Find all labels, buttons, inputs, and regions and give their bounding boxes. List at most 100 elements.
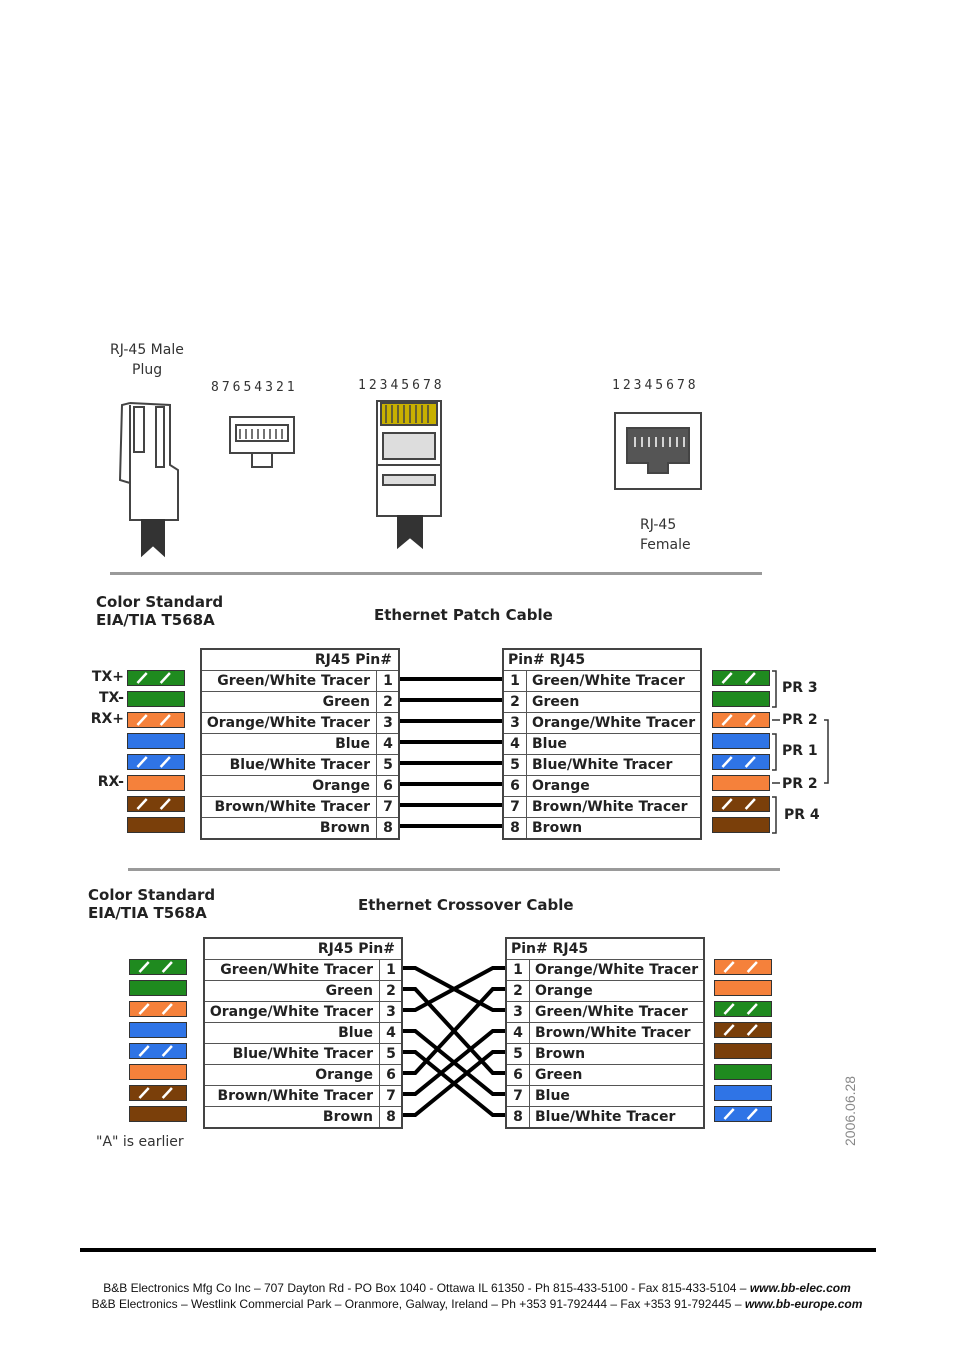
pin-number: 6 (386, 1067, 396, 1083)
female-label-line1: RJ-45 (640, 517, 677, 533)
wire-line (403, 1050, 505, 1117)
wire-swatch-right (712, 733, 770, 749)
wire-color-name: Blue (338, 1025, 373, 1041)
wire-color-name: Blue/White Tracer (532, 757, 673, 773)
jack-female-icon (614, 412, 702, 490)
footer-line1-text: B&B Electronics Mfg Co Inc – 707 Dayton … (103, 1281, 750, 1295)
wire-color-name: Blue (335, 736, 370, 752)
wire-swatch-right (714, 980, 772, 996)
wire-color-name: Brown (322, 1109, 373, 1125)
wire-color-name: Green/White Tracer (535, 1004, 688, 1020)
wire-color-name: Brown (535, 1046, 586, 1062)
wire-swatch-left (127, 754, 185, 770)
wire-color-name: Brown/White Tracer (214, 799, 370, 815)
pin-number: 4 (386, 1025, 396, 1041)
pin-number: 5 (513, 1046, 523, 1062)
pair-label-pr2a: PR 2 (782, 712, 818, 728)
signal-label: TX- (98, 690, 124, 706)
wire-color-name: Green (535, 1067, 583, 1083)
left-table-row: Blue/White Tracer 5 (202, 754, 398, 775)
wire-swatch-right (714, 1085, 772, 1101)
wire-swatch-right (714, 1043, 772, 1059)
wire-swatch-right (712, 817, 770, 833)
crossover-standard-line1: Color Standard (88, 886, 216, 904)
pair-label-pr3: PR 3 (782, 680, 818, 696)
footer-line1: B&B Electronics Mfg Co Inc – 707 Dayton … (0, 1281, 954, 1295)
wire-swatch-right (714, 959, 772, 975)
pin-number: 2 (513, 983, 523, 999)
wire-swatch-left (129, 1001, 187, 1017)
wire-color-name: Blue (532, 736, 567, 752)
wire-swatch-left (129, 1064, 187, 1080)
front-pin-numbers: 87654321 (211, 380, 298, 395)
wire-swatch-right (712, 754, 770, 770)
wire-color-name: Blue (535, 1088, 570, 1104)
wire-color-name: Orange/White Tracer (209, 1004, 373, 1020)
wire-color-name: Orange/White Tracer (532, 715, 696, 731)
pair-label-pr1: PR 1 (782, 743, 818, 759)
wire-color-name: Orange (532, 778, 590, 794)
wire-swatch-left (127, 817, 185, 833)
wire-swatch-left (129, 1085, 187, 1101)
left-table-row: Green/White Tracer 1 (205, 959, 401, 980)
pin-number: 8 (386, 1109, 396, 1125)
connector-illustrations (118, 400, 702, 558)
footer-rule (80, 1248, 876, 1252)
wire-swatch-left (127, 733, 185, 749)
patch-standard-line1: Color Standard (96, 593, 224, 611)
footer-link-bb-europe[interactable]: www.bb-europe.com (744, 1297, 863, 1311)
divider-middle (128, 868, 780, 871)
crossover-title: Ethernet Crossover Cable (358, 896, 574, 914)
footer-line2: B&B Electronics – Westlink Commercial Pa… (0, 1297, 954, 1311)
pin-number: 8 (510, 820, 520, 836)
patch-color-standard: Color Standard EIA/TIA T568A (96, 593, 223, 629)
pin-number: 1 (386, 962, 396, 978)
pair-brackets (772, 670, 829, 834)
left-header-text: RJ45 Pin# (317, 941, 395, 957)
wire-swatch-left (129, 1022, 187, 1038)
wire-lines (400, 677, 502, 828)
wire-line (403, 1029, 505, 1096)
wire-color-name: Brown/White Tracer (535, 1025, 691, 1041)
bracket-line (772, 670, 777, 708)
pair-label-pr4: PR 4 (784, 807, 820, 823)
pin-number: 2 (386, 983, 396, 999)
wire-color-name: Blue/White Tracer (229, 757, 370, 773)
pin-number: 5 (383, 757, 393, 773)
footer-link-bb-elec[interactable]: www.bb-elec.com (749, 1281, 851, 1295)
wire-swatch-left (129, 959, 187, 975)
wire-color-name: Brown/White Tracer (217, 1088, 373, 1104)
wire-color-name: Green/White Tracer (217, 673, 370, 689)
date-stamp: 2006.06.28 (842, 1075, 858, 1146)
pin-number: 2 (383, 694, 393, 710)
pin-number: 7 (386, 1088, 396, 1104)
right-header-text: Pin# RJ45 (511, 941, 589, 957)
wire-color-name: Orange/White Tracer (535, 962, 699, 978)
wire-swatch-left (129, 1106, 187, 1122)
wire-color-name: Green/White Tracer (220, 962, 373, 978)
wire-swatch-left (127, 796, 185, 812)
signal-label: RX- (97, 774, 124, 790)
wire-swatch-right (712, 775, 770, 791)
wire-swatch-left (129, 980, 187, 996)
pin-number: 7 (383, 799, 393, 815)
bracket-line (772, 796, 777, 834)
male-plug-label: RJ-45 Male Plug (110, 340, 184, 380)
pair-label-pr2b: PR 2 (782, 776, 818, 792)
